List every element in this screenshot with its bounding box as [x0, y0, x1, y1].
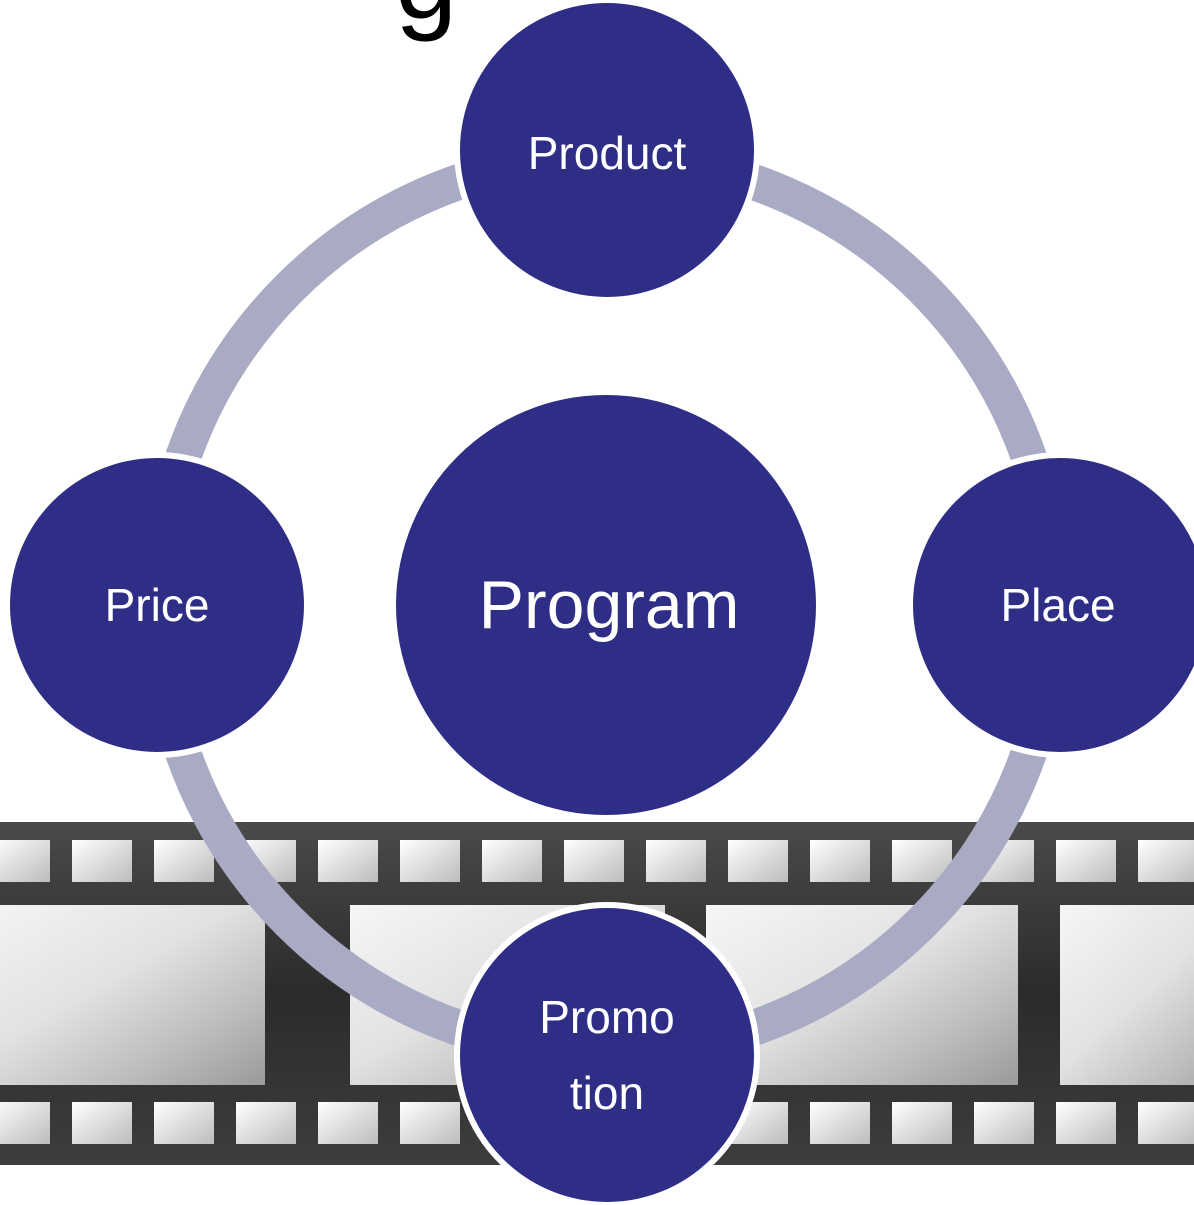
node-price: Price	[4, 452, 310, 758]
film-perforation	[646, 840, 706, 882]
film-perforation	[318, 1102, 378, 1144]
film-perforation	[810, 1102, 870, 1144]
film-perforation	[974, 1102, 1034, 1144]
film-perforation	[482, 840, 542, 882]
film-perforation	[0, 840, 50, 882]
film-perforation	[892, 1102, 952, 1144]
center-node-label: Program	[479, 567, 740, 643]
center-node-program: Program	[396, 395, 816, 815]
film-perforation	[0, 1102, 50, 1144]
title-fragment: g	[395, 0, 457, 42]
film-perforation	[400, 840, 460, 882]
node-price-circle	[4, 452, 310, 758]
film-perforation	[154, 1102, 214, 1144]
film-perforation	[400, 1102, 460, 1144]
node-promotion: Promo tion	[454, 902, 760, 1205]
film-perforation	[1056, 840, 1116, 882]
film-perforation	[154, 840, 214, 882]
node-place-label: Place	[1000, 579, 1115, 631]
center-node-circle	[396, 395, 816, 815]
film-perforation	[728, 840, 788, 882]
film-perforation	[1056, 1102, 1116, 1144]
film-perforation	[1138, 840, 1194, 882]
film-perforation	[72, 1102, 132, 1144]
film-perforation	[1138, 1102, 1194, 1144]
node-promotion-circle	[454, 902, 760, 1205]
film-perforation	[810, 840, 870, 882]
node-product-label: Product	[528, 127, 687, 179]
node-place-circle	[907, 452, 1194, 758]
node-price-label: Price	[105, 579, 210, 631]
film-perforation	[72, 840, 132, 882]
film-frame	[0, 905, 265, 1085]
node-promotion-label-line-1: Promo	[539, 991, 674, 1043]
film-top-perforations	[0, 840, 1194, 882]
node-promotion-label-line-2: tion	[570, 1067, 644, 1119]
film-frame	[1060, 905, 1194, 1085]
node-product-circle	[454, 0, 760, 303]
film-perforation	[236, 1102, 296, 1144]
film-perforation	[564, 840, 624, 882]
node-place: Place	[907, 452, 1194, 758]
film-perforation	[318, 840, 378, 882]
node-product: Product	[454, 0, 760, 303]
